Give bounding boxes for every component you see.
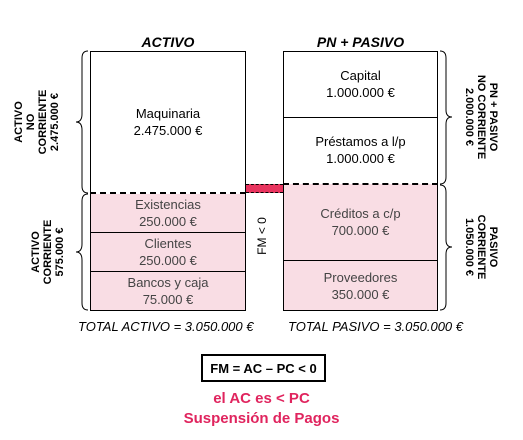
proveedores-value: 350.000 €: [331, 286, 390, 302]
existencias-cell: Existencias 250.000 €: [91, 194, 245, 232]
ac-line3: 575.000 €: [54, 227, 66, 277]
existencias-value: 250.000 €: [139, 214, 197, 229]
ac-line1: ACTIVO: [30, 231, 42, 273]
anc-line3: CORRIENTE: [37, 89, 49, 155]
pasivo-corriente-label: PASIVO CORRIENTE 1.050.000 €: [463, 215, 499, 280]
bancos-cell: Bancos y caja 75.000 €: [91, 271, 245, 310]
pnc-line2: NO CORRIENTE: [475, 74, 487, 160]
capital-value: 1.000.000 €: [326, 85, 395, 100]
clientes-cell: Clientes 250.000 €: [91, 232, 245, 271]
conclusion-line1: el AC es < PC: [213, 390, 310, 407]
maquinaria-value: 2.475.000 €: [133, 123, 203, 138]
pnc-line1: PN + PASIVO: [487, 82, 499, 152]
prestamos-name: Préstamos a l/p: [315, 134, 406, 149]
proveedores-name: Proveedores: [323, 269, 398, 285]
clientes-value: 250.000 €: [139, 252, 197, 268]
anc-line4: 2.475.000 €: [49, 92, 61, 152]
anc-line1: ACTIVO: [13, 101, 25, 143]
activo-dashed-line: [90, 192, 246, 194]
activo-corriente-label: ACTIVO CORRIENTE 575.000 €: [30, 220, 66, 285]
prestamos-cell: Préstamos a l/p 1.000.000 €: [283, 117, 438, 183]
conclusion-line2: Suspensión de Pagos: [183, 410, 340, 427]
pasivo-column: [283, 51, 438, 311]
left-brace-anc: [75, 50, 89, 194]
pnc-line3: 2.000.000 €: [463, 87, 475, 147]
pasivo-divider-0: [283, 117, 438, 118]
fm-formula-box: FM = AC – PC < 0: [201, 354, 326, 382]
total-pasivo: TOTAL PASIVO = 3.050.000 €: [288, 319, 464, 334]
activo-divider-2: [90, 271, 246, 272]
activo-header: ACTIVO: [141, 34, 195, 50]
pasivo-dashed-line: [283, 183, 438, 185]
maquinaria-cell: Maquinaria 2.475.000 €: [90, 51, 246, 193]
creditos-cell: Créditos a c/p 700.000 €: [284, 184, 437, 260]
fm-formula: FM = AC – PC < 0: [210, 360, 317, 376]
fm-gap-bar: [246, 184, 283, 193]
pasivo-header: PN + PASIVO: [316, 34, 405, 50]
pc-line1: PASIVO: [487, 226, 499, 268]
fm-label: FM < 0: [255, 217, 269, 255]
prestamos-value: 1.000.000 €: [326, 151, 395, 166]
bancos-value: 75.000 €: [142, 291, 194, 307]
pn-pasivo-no-corriente-label: PN + PASIVO NO CORRIENTE 2.000.000 €: [463, 75, 499, 159]
activo-no-corriente-label: ACTIVO NO CORRIENTE 2.475.000 €: [13, 90, 61, 155]
pasivo-divider-1: [283, 260, 438, 261]
activo-column: [90, 51, 246, 311]
left-brace-ac: [75, 193, 89, 311]
total-activo: TOTAL ACTIVO = 3.050.000 €: [78, 319, 254, 334]
right-brace-pc: [439, 184, 453, 311]
capital-cell: Capital 1.000.000 €: [283, 51, 438, 117]
activo-divider-1: [90, 232, 246, 233]
anc-line2: NO: [25, 113, 37, 131]
ac-line2: CORRIENTE: [42, 219, 54, 285]
capital-name: Capital: [340, 68, 381, 83]
creditos-name: Créditos a c/p: [320, 206, 401, 221]
proveedores-cell: Proveedores 350.000 €: [284, 261, 437, 310]
creditos-value: 700.000 €: [331, 223, 390, 238]
clientes-name: Clientes: [144, 235, 192, 251]
pc-line3: 1.050.000 €: [463, 217, 475, 277]
existencias-name: Existencias: [135, 197, 201, 212]
maquinaria-name: Maquinaria: [135, 106, 201, 121]
bancos-name: Bancos y caja: [127, 274, 209, 290]
pc-line2: CORRIENTE: [475, 214, 487, 280]
right-brace-pnc: [439, 50, 453, 185]
